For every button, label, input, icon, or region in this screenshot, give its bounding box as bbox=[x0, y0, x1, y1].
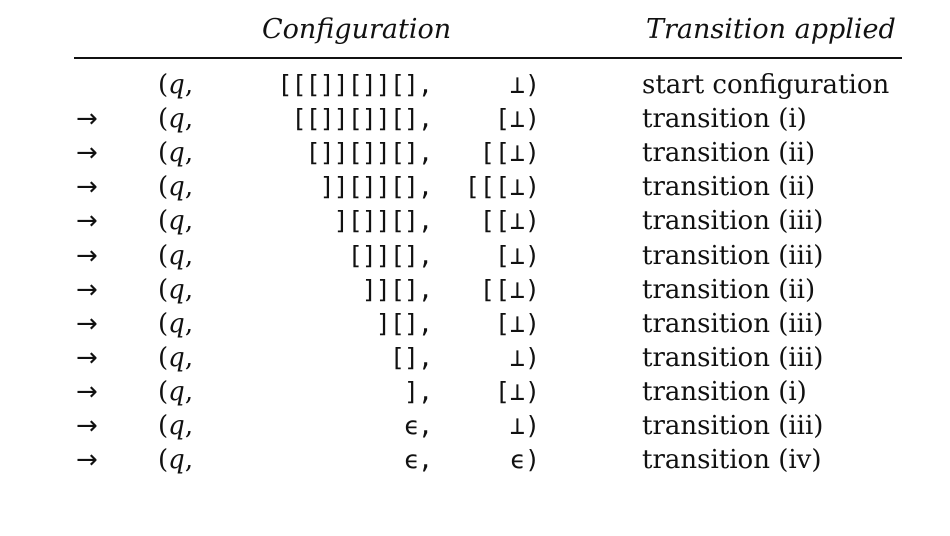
stack-contents: ⊥) bbox=[509, 70, 540, 99]
stack-contents: [[⊥) bbox=[479, 206, 540, 236]
remaining-input: ϵ, bbox=[403, 445, 433, 475]
stack-contents: ⊥) bbox=[509, 411, 540, 440]
table-row: → (q, ]][]][], [[[⊥) transition (ii) bbox=[0, 170, 950, 204]
transition-arrow: → bbox=[76, 342, 98, 373]
state-symbol: q bbox=[168, 411, 185, 441]
transition-applied: start configuration bbox=[642, 70, 890, 100]
stack-contents: [⊥) bbox=[494, 240, 540, 270]
state-cell: (q, bbox=[158, 172, 194, 203]
remaining-input: ϵ, bbox=[403, 411, 433, 440]
transition-arrow: → bbox=[76, 308, 98, 339]
transition-applied: transition (iii) bbox=[642, 308, 824, 339]
transition-applied: transition (ii) bbox=[642, 172, 816, 203]
remaining-input: [], bbox=[389, 342, 433, 372]
transition-arrow: → bbox=[76, 445, 98, 476]
state-symbol: q bbox=[168, 70, 185, 100]
stack-contents: [[[⊥) bbox=[464, 172, 540, 202]
transition-applied: transition (i) bbox=[642, 104, 807, 135]
configuration-header: Configuration bbox=[262, 14, 452, 45]
transition-arrow: → bbox=[76, 172, 98, 203]
state-symbol: q bbox=[168, 342, 185, 373]
state-symbol: q bbox=[168, 172, 185, 203]
transition-arrow: → bbox=[76, 240, 98, 271]
state-symbol: q bbox=[168, 274, 185, 305]
remaining-input: ][]][], bbox=[333, 206, 433, 236]
remaining-input: ][], bbox=[375, 308, 433, 338]
table-row: → (q, []][]][], [[⊥) transition (ii) bbox=[0, 136, 950, 170]
state-cell: (q, bbox=[158, 376, 194, 407]
state-cell: (q, bbox=[158, 138, 194, 169]
state-symbol: q bbox=[168, 104, 185, 135]
header-rule bbox=[74, 57, 902, 59]
remaining-input: []][], bbox=[347, 240, 433, 270]
transition-applied: transition (iii) bbox=[642, 240, 824, 271]
remaining-input: [[[]][]][], bbox=[277, 70, 433, 99]
transition-applied: transition (i) bbox=[642, 376, 807, 407]
state-symbol: q bbox=[168, 308, 185, 339]
state-symbol: q bbox=[168, 445, 185, 476]
transition-header: Transition applied bbox=[646, 14, 896, 45]
transition-arrow: → bbox=[76, 274, 98, 305]
state-cell: (q, bbox=[158, 308, 194, 339]
table-row: → (q, ]][], [[⊥) transition (ii) bbox=[0, 273, 950, 307]
stack-contents: [⊥) bbox=[494, 308, 540, 338]
transition-arrow: → bbox=[76, 138, 98, 169]
remaining-input: ]][]][], bbox=[319, 172, 433, 202]
state-symbol: q bbox=[168, 206, 185, 237]
state-cell: (q, bbox=[158, 274, 194, 305]
state-cell: (q, bbox=[158, 206, 194, 237]
state-cell: (q, bbox=[158, 104, 194, 135]
table-row: → (q, [[]][]][], [⊥) transition (i) bbox=[0, 102, 950, 136]
transition-applied: transition (ii) bbox=[642, 274, 816, 305]
transition-arrow: → bbox=[76, 206, 98, 237]
transition-applied: transition (iii) bbox=[642, 342, 824, 373]
state-cell: (q, bbox=[158, 342, 194, 373]
table-row: → (q, ϵ, ⊥) transition (iii) bbox=[0, 409, 950, 443]
table-row: (q, [[[]][]][], ⊥) start configuration bbox=[0, 68, 950, 102]
state-symbol: q bbox=[168, 376, 185, 407]
stack-contents: ϵ) bbox=[509, 445, 540, 475]
table-row: → (q, ][], [⊥) transition (iii) bbox=[0, 307, 950, 341]
state-symbol: q bbox=[168, 240, 185, 271]
stack-contents: [[⊥) bbox=[479, 138, 540, 168]
state-cell: (q, bbox=[158, 240, 194, 271]
state-symbol: q bbox=[168, 138, 185, 169]
stack-contents: [⊥) bbox=[494, 376, 540, 406]
table-row: → (q, [], ⊥) transition (iii) bbox=[0, 341, 950, 375]
table-row: → (q, []][], [⊥) transition (iii) bbox=[0, 239, 950, 273]
table-row: → (q,], [⊥) transition (i) bbox=[0, 375, 950, 409]
table-row: → (q, ϵ, ϵ) transition (iv) bbox=[0, 443, 950, 477]
transition-applied: transition (ii) bbox=[642, 138, 816, 169]
transition-applied: transition (iv) bbox=[642, 445, 822, 476]
remaining-input: []][]][], bbox=[305, 138, 433, 168]
stack-contents: [⊥) bbox=[494, 104, 540, 134]
transition-applied: transition (iii) bbox=[642, 411, 824, 441]
remaining-input: ]][], bbox=[361, 274, 433, 304]
state-cell: (q, bbox=[158, 411, 194, 441]
state-cell: (q, bbox=[158, 445, 194, 476]
stack-contents: ⊥) bbox=[509, 342, 540, 372]
stack-contents: [[⊥) bbox=[479, 274, 540, 304]
state-cell: (q, bbox=[158, 70, 194, 100]
transition-arrow: → bbox=[76, 411, 98, 441]
transition-applied: transition (iii) bbox=[642, 206, 824, 237]
table-row: → (q, ][]][], [[⊥) transition (iii) bbox=[0, 204, 950, 238]
remaining-input: [[]][]][], bbox=[291, 104, 433, 134]
transition-arrow: → bbox=[76, 376, 98, 407]
transition-arrow: → bbox=[76, 104, 98, 135]
remaining-input: ], bbox=[403, 376, 433, 406]
